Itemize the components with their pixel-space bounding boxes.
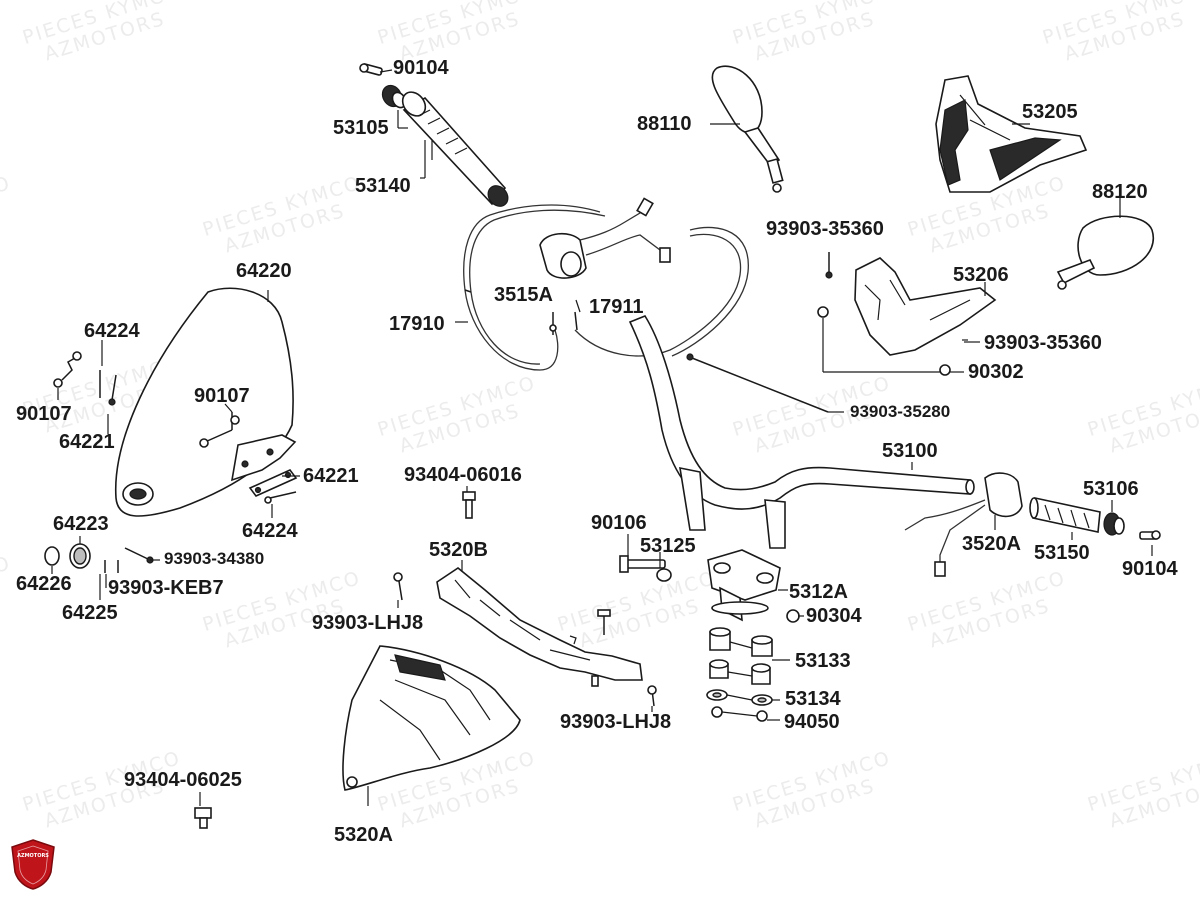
grip-53150: [1029, 497, 1101, 533]
rubber-53133: [709, 627, 773, 685]
part-label-53150: 53150: [1034, 542, 1090, 564]
part-label-53100: 53100: [882, 440, 938, 462]
handlebar-53100: [628, 315, 975, 549]
part-label-88120: 88120: [1092, 181, 1148, 203]
hardware-left: [53, 351, 117, 406]
part-label-64226: 64226: [16, 573, 72, 595]
mirror-88120: [1056, 215, 1155, 290]
part-label-93404-06025: 93404-06025: [124, 769, 242, 791]
part-label-5320B: 5320B: [429, 539, 488, 561]
screw-93903-35360-a: [825, 252, 833, 279]
part-label-64225: 64225: [62, 602, 118, 624]
part-label-64223: 64223: [53, 513, 109, 535]
washer-53134: [706, 689, 773, 706]
part-label-88110: 88110: [637, 113, 692, 135]
cable-17910: [463, 204, 606, 371]
part-label-93903-35280: 93903-35280: [850, 402, 951, 421]
part-label-90107: 90107: [16, 403, 72, 425]
part-label-5312A: 5312A: [789, 581, 848, 603]
cover-53206: [817, 257, 997, 356]
part-label-3515A: 3515A: [494, 284, 553, 306]
bar-end-53106: [1103, 512, 1125, 536]
switch-3520A: [904, 472, 1023, 577]
part-label-53205: 53205: [1022, 101, 1078, 123]
nut-90304: [786, 609, 800, 623]
part-label-53105: 53105: [333, 117, 389, 139]
part-label-64220: 64220: [236, 260, 292, 282]
part-label-53133: 53133: [795, 650, 851, 672]
leader-lines: [51, 69, 1153, 806]
part-label-90107: 90107: [194, 385, 250, 407]
part-label-64224: 64224: [84, 320, 140, 342]
part-label-93404-06016: 93404-06016: [404, 464, 522, 486]
part-label-93903-35360: 93903-35360: [766, 218, 884, 240]
logo-text: AZMOTORS: [17, 853, 49, 859]
bolt-90106: [619, 555, 666, 573]
frame-5320B: [393, 567, 643, 687]
part-label-64221: 64221: [303, 465, 359, 487]
part-label-64221: 64221: [59, 431, 115, 453]
part-label-90304: 90304: [806, 605, 862, 627]
part-label-94050: 94050: [784, 711, 840, 733]
mirror-88110: [711, 65, 784, 193]
part-label-17910: 17910: [389, 313, 445, 335]
part-label-93903-34380: 93903-34380: [164, 549, 265, 568]
bracket-64221: [248, 469, 298, 497]
part-label-53125: 53125: [640, 535, 696, 557]
switch-3515A: [539, 197, 671, 279]
part-label-17911: 17911: [589, 296, 644, 318]
part-label-90302: 90302: [968, 361, 1024, 383]
bolt-90107-mid: [199, 412, 240, 448]
cover-5320A: [342, 645, 521, 791]
part-label-5320A: 5320A: [334, 824, 393, 846]
azmotors-logo: [11, 839, 55, 890]
bolt-90104-top: [359, 63, 383, 76]
part-label-90104: 90104: [1122, 558, 1178, 580]
part-label-90104: 90104: [393, 57, 449, 79]
part-label-53140: 53140: [355, 175, 411, 197]
cable-17911: [549, 226, 749, 357]
part-label-93903-LHJ8: 93903-LHJ8: [312, 612, 424, 634]
screw-93903-LHJ8-bottom: [647, 685, 657, 707]
bar-end-53105: [381, 84, 407, 109]
cover-53205: [935, 75, 1088, 193]
windscreen-64220: [114, 287, 297, 517]
bolt-93404-06016: [462, 491, 476, 519]
part-label-93903-KEB7: 93903-KEB7: [108, 577, 224, 599]
screw-93903-LHJ8-right: [597, 609, 611, 635]
bolt-93404-06025: [194, 807, 212, 829]
part-label-53206: 53206: [953, 264, 1009, 286]
part-label-3520A: 3520A: [962, 533, 1021, 555]
bolt-90104-right: [1139, 530, 1161, 540]
emblem-64223: [44, 543, 154, 573]
part-label-64224: 64224: [242, 520, 298, 542]
clamp-5312A: [707, 549, 781, 622]
part-label-93903-35360: 93903-35360: [984, 332, 1102, 354]
part-label-90106: 90106: [591, 512, 647, 534]
grip-53140: [401, 91, 509, 207]
part-label-53134: 53134: [785, 688, 841, 710]
washer-53125: [656, 568, 672, 582]
part-label-53106: 53106: [1083, 478, 1139, 500]
part-label-93903-LHJ8: 93903-LHJ8: [560, 711, 672, 733]
